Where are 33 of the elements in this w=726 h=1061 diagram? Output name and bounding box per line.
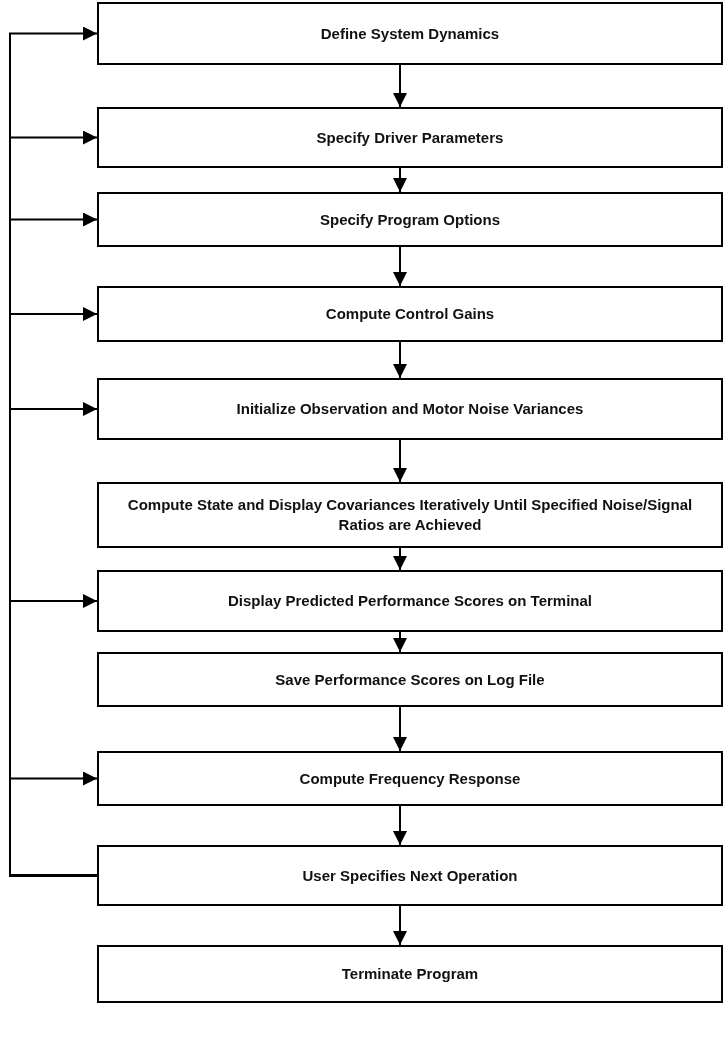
step-label: Compute Control Gains [324,304,496,324]
process-box [97,845,723,906]
step-label: Save Performance Scores on Log File [274,669,546,690]
arrow [9,771,98,877]
step-label: Display Predicted Performance Scores on Terminal [227,591,593,611]
process-box [97,192,723,247]
arrow [393,805,407,846]
process-box [97,378,723,440]
step-label: Define System Dynamics [319,23,501,44]
step-label: Specify Driver Parameters [315,127,505,148]
step-label: Initialize Observation and Motor Noise Variances [235,399,585,419]
arrow [393,631,407,653]
step-label: User Specifies Next Operation [301,865,519,886]
arrow [393,341,407,379]
step-label: Compute State and Display Covariances Iteratively Until Specified Noise/Signal Ratios are Achieved [126,495,694,535]
arrow [393,905,407,946]
process-box [97,2,723,65]
arrow [393,167,407,193]
arrow [393,439,407,483]
step-label: Terminate Program [340,964,480,984]
process-box [97,482,723,548]
arrow [393,64,407,108]
process-box [97,286,723,342]
step-label: Specify Program Options [318,209,501,230]
arrow [393,706,407,752]
arrow [393,246,407,287]
process-box [97,751,723,806]
step-label: Compute Frequency Response [298,768,522,789]
process-box [97,107,723,168]
process-box [97,945,723,1003]
process-box [97,570,723,632]
process-box [97,652,723,707]
arrow [393,547,407,571]
